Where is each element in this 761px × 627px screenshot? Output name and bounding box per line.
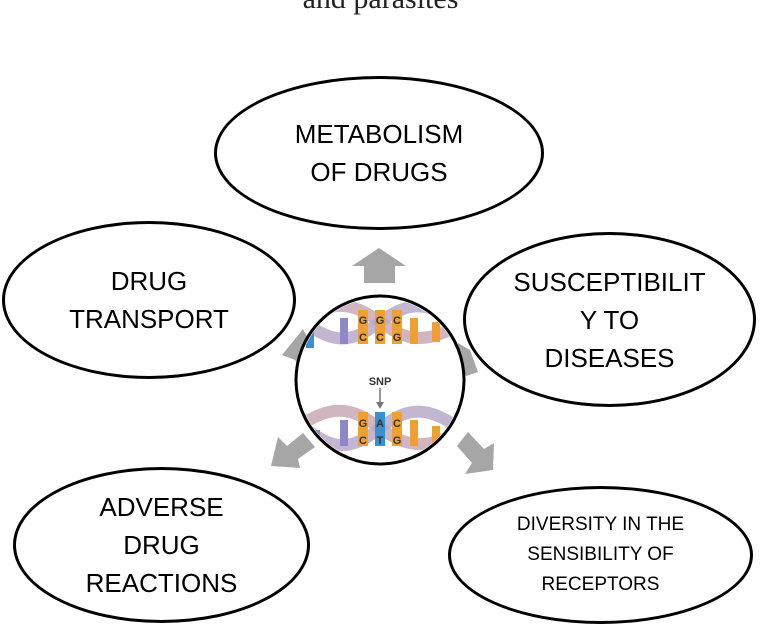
base-letter: C <box>376 332 384 344</box>
base-rung <box>375 412 385 446</box>
base-rung <box>432 322 440 342</box>
base-letter: C <box>393 315 401 327</box>
base-letter: C <box>359 435 367 447</box>
base-rung <box>340 420 348 446</box>
base-letter: G <box>393 435 402 447</box>
node-diversity-of-receptors: DIVERSITY IN THE SENSIBILITY OF RECEPTOR… <box>448 486 753 624</box>
snp-arrowhead <box>376 402 384 409</box>
base-rung <box>306 330 314 348</box>
base-rung <box>358 310 368 344</box>
base-rung <box>410 420 418 446</box>
base-rung <box>410 318 418 344</box>
arrow-down-left <box>271 433 315 468</box>
arrow-down-right <box>457 432 494 474</box>
base-letter: G <box>359 315 368 327</box>
base-rung <box>340 318 348 344</box>
node-metabolism-of-drugs: METABOLISM OF DRUGS <box>214 76 544 230</box>
base-letter: C <box>359 332 367 344</box>
base-rung <box>375 310 385 344</box>
base-rung <box>392 310 402 344</box>
snp-label: SNP <box>369 376 392 388</box>
node-adverse-drug-reactions: ADVERSE DRUG REACTIONS <box>13 467 310 623</box>
base-letter: A <box>376 418 384 430</box>
node-drug-transport: DRUG TRANSPORT <box>2 221 296 379</box>
arrow-up <box>352 248 406 283</box>
base-letter: G <box>376 315 385 327</box>
base-letter: G <box>359 418 368 430</box>
arrows <box>271 248 494 474</box>
dna-circle: G G C C C G SNP G A C C T G <box>294 294 466 466</box>
base-rung <box>392 412 402 446</box>
base-letter: C <box>393 418 401 430</box>
base-letter: G <box>393 332 402 344</box>
base-letter: T <box>377 435 384 447</box>
base-rung <box>432 426 440 446</box>
node-susceptibility-to-diseases: SUSCEPTIBILIT Y TO DISEASES <box>463 232 756 407</box>
base-rung <box>358 412 368 446</box>
header-fragment: and parasites <box>0 0 761 16</box>
